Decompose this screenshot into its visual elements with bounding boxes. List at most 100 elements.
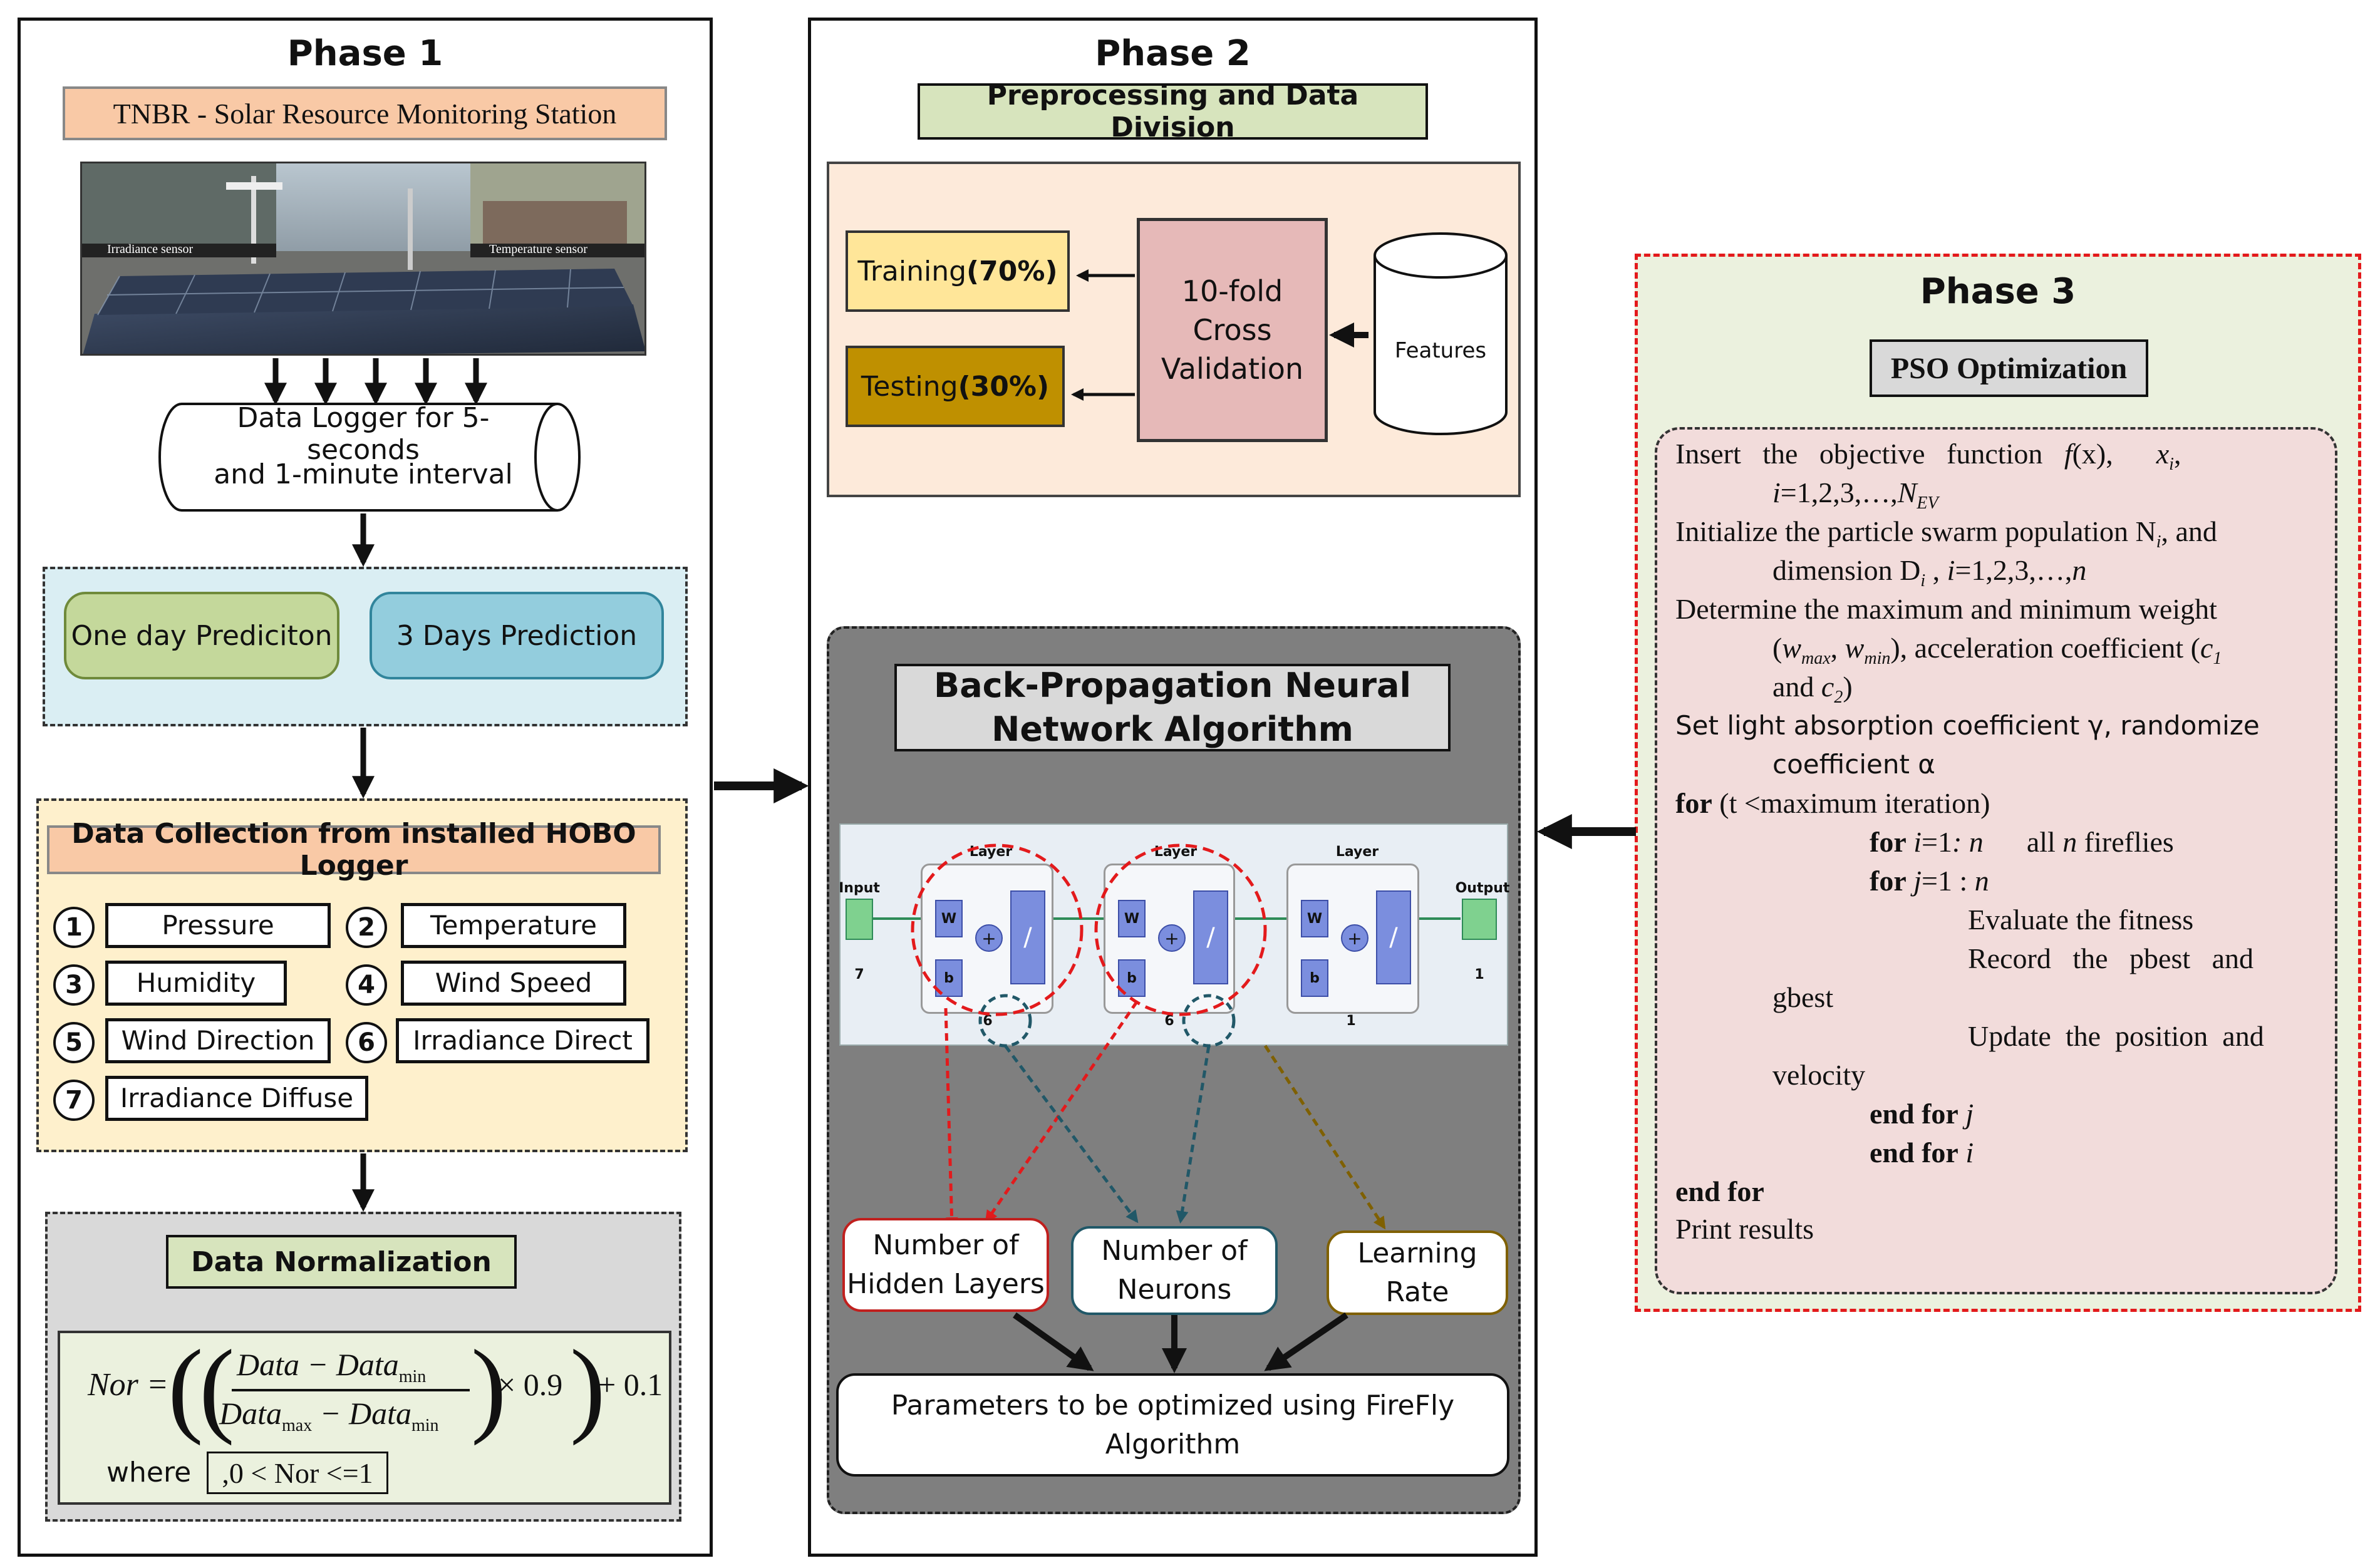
nn-layer2-sum-icon: + (1158, 924, 1186, 952)
formula-paren-inner-close: ) (471, 1328, 507, 1446)
testing-box: Testing (30%) (846, 346, 1065, 427)
phase2-title: Phase 2 (1095, 33, 1251, 74)
param-temperature: Temperature (401, 903, 626, 948)
neurons-box: Number of Neurons (1071, 1226, 1278, 1315)
pso-step-end-j: end for j (1870, 1098, 1974, 1130)
nn-layer3-sum-icon: + (1341, 924, 1368, 952)
nn-input-node (846, 899, 873, 940)
formula-numerator: Data − Datamin (237, 1347, 427, 1386)
one-day-prediction: One day Prediciton (64, 592, 339, 679)
nn-layer3-w: W (1301, 900, 1328, 937)
formula-lhs: Nor = (88, 1367, 169, 1403)
pso-step-light: Set light absorption coefficient γ, rand… (1675, 710, 2260, 741)
nn-layer1-size: 6 (983, 1013, 993, 1029)
formula-box (58, 1331, 671, 1505)
three-days-prediction: 3 Days Prediction (370, 592, 664, 679)
learning-rate-line2: Rate (1385, 1276, 1449, 1308)
pso-step-end-for: end for (1675, 1175, 1764, 1207)
nn-input-num: 7 (854, 966, 864, 983)
station-photo: Irradiance sensor Temperature sensor (80, 162, 646, 356)
nn-layer2-w: W (1118, 900, 1146, 937)
nn-output-node (1462, 899, 1497, 940)
nn-output-num: 1 (1474, 966, 1484, 983)
pso-step-light-2: coefficient α (1772, 749, 1935, 780)
formula-offset: + 0.1 (598, 1367, 663, 1402)
pso-step-init: Initialize the particle swarm population… (1675, 515, 2217, 552)
param-irradiance-diffuse: Irradiance Diffuse (105, 1076, 368, 1121)
formula-where: where (106, 1457, 192, 1488)
pso-step-print: Print results (1675, 1213, 1814, 1245)
bpnn-title-line2: Network Algorithm (991, 709, 1353, 749)
formula-fraction-bar (232, 1389, 470, 1391)
features-database-icon (1374, 232, 1508, 435)
formula-condition: ,0 < Nor <=1 (207, 1452, 388, 1494)
nn-layer1-w: W (935, 900, 963, 937)
phase1-title: Phase 1 (287, 33, 443, 74)
pso-step-for-i: for i=1: n all n fireflies (1870, 826, 2174, 858)
photo-caption-temperature: Temperature sensor (489, 242, 587, 256)
param-number-2: 2 (346, 907, 387, 948)
nn-layer3-label: Layer (1335, 843, 1379, 860)
solar-panel-illustration (82, 163, 644, 354)
cv-line2: Cross (1193, 313, 1272, 347)
nn-input-label: Input (839, 880, 880, 896)
param-to-optimized-arrows (1013, 1312, 1348, 1373)
formula-paren-close: ) (570, 1328, 606, 1446)
optimized-params-box: Parameters to be optimized using FireFly… (836, 1373, 1509, 1477)
param-humidity: Humidity (105, 961, 287, 1006)
pso-algorithm-box (1655, 427, 2337, 1294)
formula-paren-inner-open: ( (199, 1328, 235, 1446)
data-logger-cylinder (158, 403, 581, 512)
formula-paren-open: ( (168, 1328, 204, 1446)
learning-rate-box: Learning Rate (1327, 1230, 1508, 1315)
pso-step-weight-2: (wmax, wmin), acceleration coefficient (… (1772, 632, 2222, 669)
param-irradiance-direct: Irradiance Direct (396, 1018, 649, 1063)
optimized-line1: Parameters to be optimized using FireFly (891, 1389, 1455, 1421)
hidden-layers-line2: Hidden Layers (847, 1268, 1045, 1300)
param-number-1: 1 (53, 907, 95, 948)
param-wind-speed: Wind Speed (401, 961, 626, 1006)
param-number-4: 4 (346, 964, 387, 1006)
bpnn-title: Back-Propagation Neural Network Algorith… (894, 664, 1451, 751)
nn-layer2-block: W b + / (1104, 864, 1235, 1014)
hidden-layers-line1: Number of (872, 1229, 1019, 1261)
cross-validation-box: 10-fold Cross Validation (1137, 218, 1328, 442)
hidden-layers-box: Number of Hidden Layers (842, 1218, 1049, 1312)
pso-step-weight-3: and c2) (1772, 671, 1853, 708)
param-number-7: 7 (53, 1080, 95, 1121)
cv-line1: 10-fold (1181, 274, 1283, 308)
pso-step-record: Record the pbest and (1968, 942, 2254, 974)
nn-layer1-sum-icon: + (975, 924, 1003, 952)
pso-step-init-2: dimension Di , i=1,2,3,…,n (1772, 554, 2087, 591)
nn-layer3-block: W b + / (1286, 864, 1419, 1014)
formula-factor: × 0.9 (498, 1367, 563, 1402)
nn-connections (872, 917, 1461, 920)
neural-network-diagram: Input 7 Layer W b + / 6 Layer W b + / 6 … (839, 823, 1510, 1046)
nn-layer2-size: 6 (1164, 1013, 1174, 1029)
pso-step-weight: Determine the maximum and minimum weight (1675, 593, 2217, 625)
logger-line2: and 1-minute interval (214, 458, 513, 490)
bpnn-title-line1: Back-Propagation Neural (934, 666, 1411, 705)
nn-layer3-size: 1 (1346, 1013, 1356, 1029)
normalization-title: Data Normalization (166, 1235, 517, 1289)
pso-step-insert: Insert the objective function f(x), xi, (1675, 438, 2181, 475)
param-pressure: Pressure (105, 903, 331, 948)
neurons-line1: Number of (1101, 1235, 1248, 1267)
nn-layer2-activation-icon: / (1193, 890, 1228, 984)
pso-step-end-i: end for i (1870, 1137, 1974, 1168)
pso-step-record-2: gbest (1772, 981, 1834, 1013)
pso-step-update-2: velocity (1772, 1059, 1866, 1091)
pso-title: PSO Optimization (1870, 339, 2148, 397)
param-number-6: 6 (346, 1022, 387, 1063)
learning-rate-line1: Learning (1357, 1237, 1477, 1269)
training-box: Training (70%) (846, 230, 1070, 312)
optimized-line2: Algorithm (1105, 1428, 1241, 1460)
features-label: Features (1394, 338, 1487, 363)
nn-layer1-activation-icon: / (1010, 890, 1045, 984)
nn-layer3-b: b (1301, 959, 1328, 997)
pso-step-for-j: for j=1 : n (1870, 865, 1989, 897)
param-wind-direction: Wind Direction (105, 1018, 331, 1063)
nn-output-label: Output (1455, 880, 1510, 896)
nn-layer1-block: W b + / (921, 864, 1053, 1014)
